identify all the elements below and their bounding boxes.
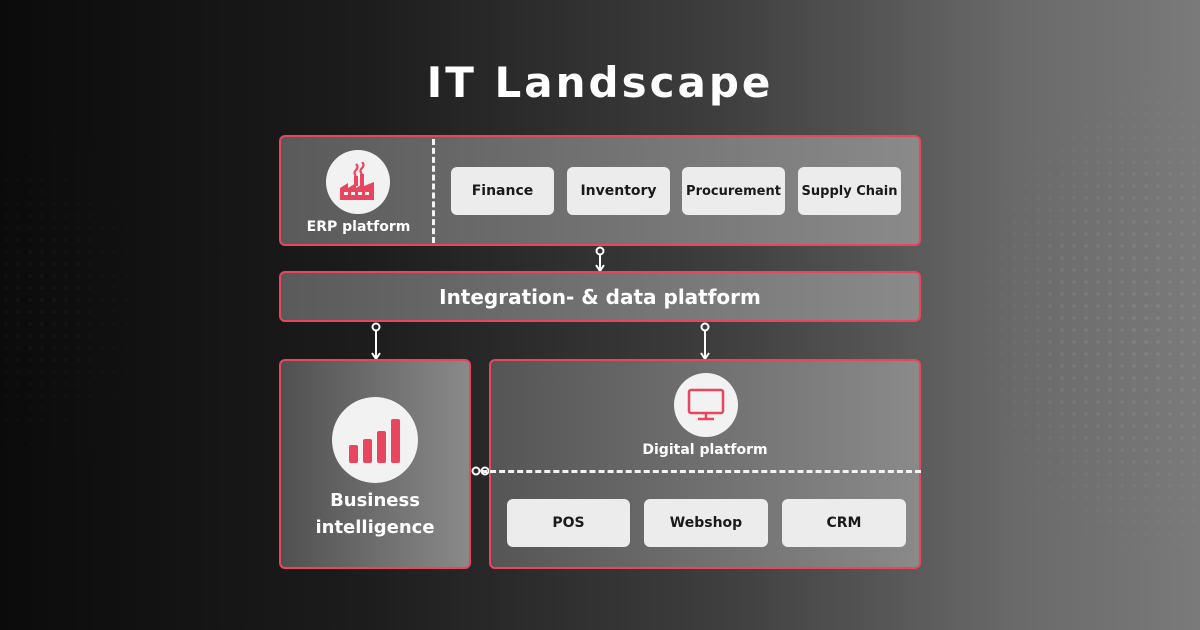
business-intelligence-panel: Business intelligence bbox=[279, 359, 471, 569]
page-title: IT Landscape bbox=[426, 58, 774, 107]
channel-crm: CRM bbox=[782, 499, 906, 547]
background-dot-pattern-right bbox=[960, 60, 1200, 580]
erp-platform-label: ERP platform bbox=[306, 219, 411, 235]
digital-divider bbox=[481, 470, 921, 473]
erp-to-integration-connector bbox=[595, 246, 605, 273]
erp-divider bbox=[432, 139, 435, 243]
background-dot-pattern-left bbox=[0, 90, 180, 510]
integration-platform-label: Integration- & data platform bbox=[439, 284, 761, 309]
module-inventory: Inventory bbox=[567, 167, 670, 215]
module-finance: Finance bbox=[451, 167, 554, 215]
channel-webshop: Webshop bbox=[644, 499, 768, 547]
monitor-icon bbox=[674, 373, 738, 437]
integration-platform-panel: Integration- & data platform bbox=[279, 271, 921, 322]
integration-to-bi-connector bbox=[371, 322, 381, 361]
factory-icon bbox=[326, 150, 390, 214]
digital-platform-panel: Digital platform POS Webshop CRM bbox=[481, 359, 921, 569]
integration-to-digital-connector bbox=[700, 322, 710, 361]
bar-chart-icon bbox=[332, 397, 418, 483]
module-procurement: Procurement bbox=[682, 167, 785, 215]
module-supply-chain: Supply Chain bbox=[798, 167, 901, 215]
erp-platform-panel: ERP platform Finance Inventory Procureme… bbox=[279, 135, 921, 246]
digital-platform-label: Digital platform bbox=[642, 442, 768, 458]
channel-pos: POS bbox=[507, 499, 630, 547]
business-intelligence-label: Business intelligence bbox=[315, 490, 435, 538]
